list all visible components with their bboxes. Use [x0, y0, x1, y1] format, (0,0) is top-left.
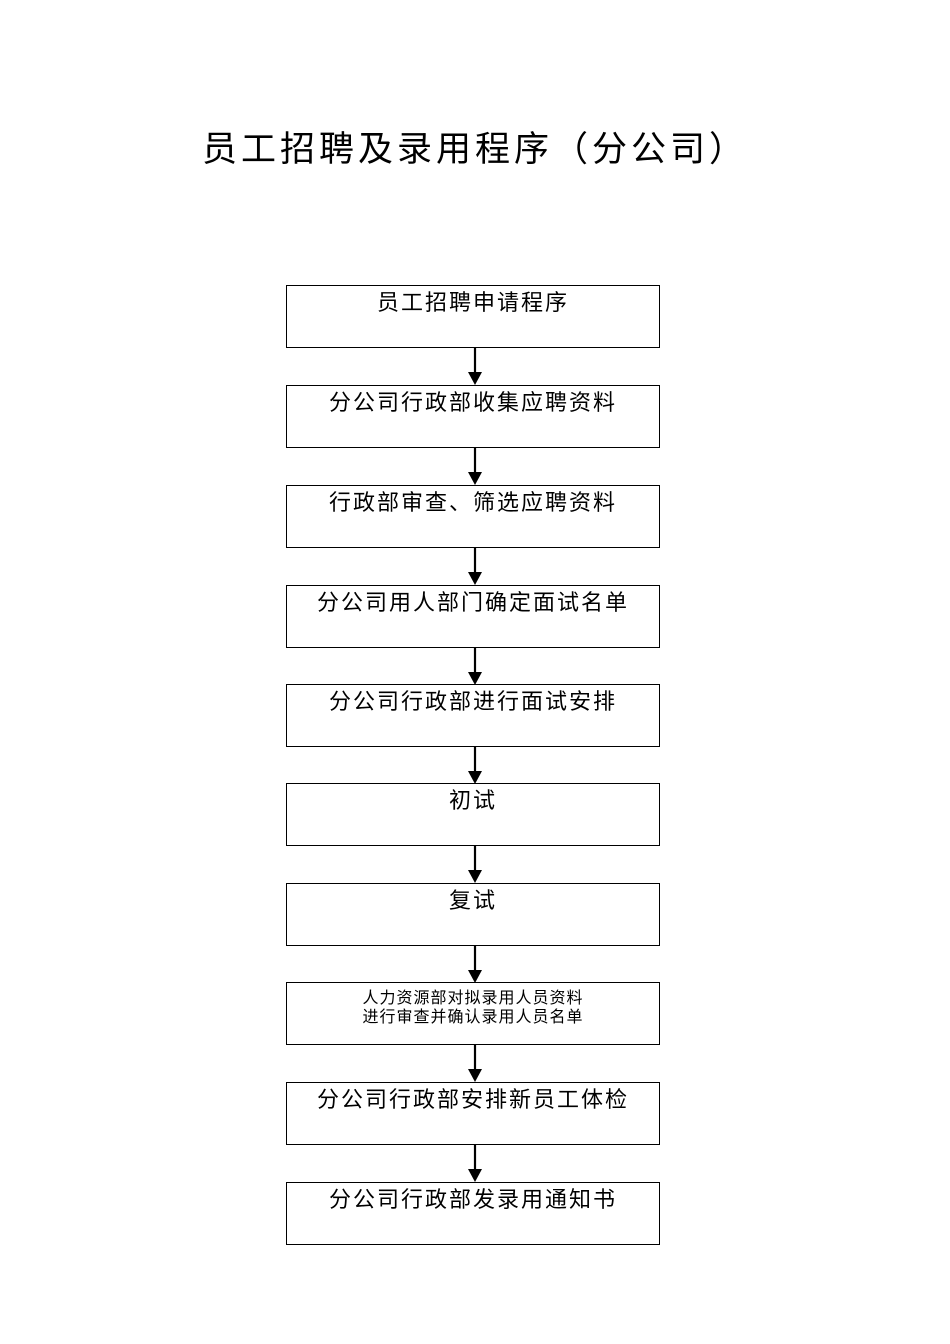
flow-step-6: 初试: [286, 783, 660, 846]
flow-step-8-label-line-2: 进行审查并确认录用人员名单: [362, 1007, 584, 1026]
flow-step-8: 人力资源部对拟录用人员资料 进行审查并确认录用人员名单: [286, 982, 660, 1045]
flow-step-1-label: 员工招聘申请程序: [376, 291, 569, 316]
flow-arrow-3: [468, 548, 482, 585]
flow-step-3: 行政部审查、筛选应聘资料: [286, 485, 660, 548]
flow-step-6-label: 初试: [448, 789, 497, 814]
flow-step-5-label: 分公司行政部进行面试安排: [328, 690, 617, 715]
flow-arrow-2: [468, 448, 482, 485]
flow-step-1: 员工招聘申请程序: [286, 285, 660, 348]
flow-step-2-label: 分公司行政部收集应聘资料: [328, 391, 617, 416]
flow-step-5: 分公司行政部进行面试安排: [286, 684, 660, 747]
flow-step-4: 分公司用人部门确定面试名单: [286, 585, 660, 648]
flow-arrow-9: [468, 1145, 482, 1182]
flow-step-4-label: 分公司用人部门确定面试名单: [316, 591, 629, 616]
flow-arrow-1: [468, 348, 482, 385]
flow-arrow-8: [468, 1045, 482, 1082]
flow-step-9: 分公司行政部安排新员工体检: [286, 1082, 660, 1145]
flow-arrow-6: [468, 846, 482, 883]
flow-step-10-label: 分公司行政部发录用通知书: [328, 1188, 617, 1213]
flow-step-10: 分公司行政部发录用通知书: [286, 1182, 660, 1245]
flow-arrow-4: [468, 648, 482, 685]
flow-step-7-label: 复试: [448, 889, 497, 914]
flow-step-9-label: 分公司行政部安排新员工体检: [316, 1088, 629, 1113]
flow-step-2: 分公司行政部收集应聘资料: [286, 385, 660, 448]
flow-arrow-7: [468, 946, 482, 983]
flow-step-8-label-line-1: 人力资源部对拟录用人员资料: [362, 988, 584, 1007]
page-title: 员工招聘及录用程序（分公司）: [201, 130, 748, 170]
flow-arrow-5: [468, 747, 482, 784]
flow-step-7: 复试: [286, 883, 660, 946]
flow-step-3-label: 行政部审查、筛选应聘资料: [328, 491, 617, 516]
